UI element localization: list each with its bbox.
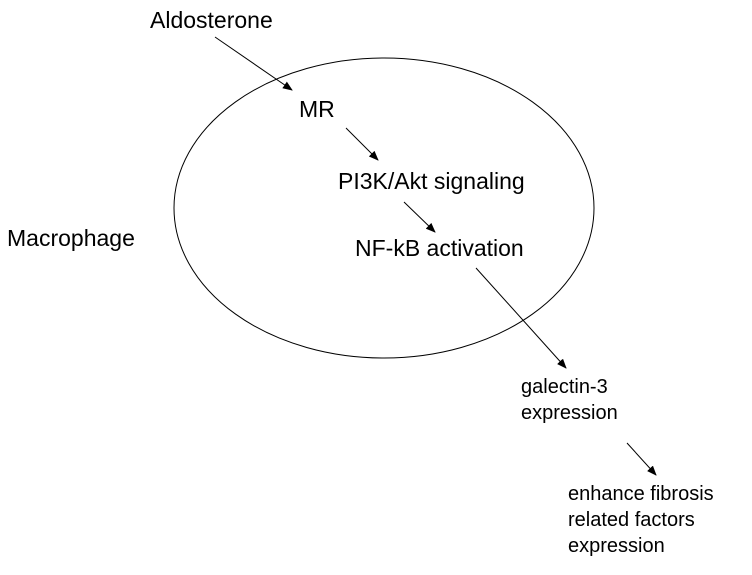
node-enhance-line: related factors bbox=[568, 509, 695, 531]
arrow-mr-to-pi3k bbox=[345, 127, 379, 161]
arrow-pi3k-to-nfkb bbox=[403, 201, 436, 233]
node-enhance-line: enhance fibrosis bbox=[568, 483, 714, 505]
node-pi3k-akt-signaling: PI3K/Akt signaling bbox=[338, 168, 525, 194]
node-macrophage: Macrophage bbox=[7, 225, 135, 251]
arrow-nfkb-to-galectin bbox=[475, 267, 567, 369]
macrophage-cell-ellipse bbox=[173, 57, 595, 359]
node-galectin-line: expression bbox=[521, 402, 618, 424]
node-enhance-line: expression bbox=[568, 535, 665, 557]
node-aldosterone: Aldosterone bbox=[150, 7, 273, 33]
arrow-aldosterone-to-mr bbox=[214, 36, 293, 91]
node-galectin-line: galectin-3 bbox=[521, 376, 608, 398]
node-enhance-fibrosis: enhance fibrosis related factors express… bbox=[568, 481, 714, 559]
arrow-galectin-to-enhance bbox=[626, 442, 657, 476]
node-galectin-3-expression: galectin-3 expression bbox=[521, 374, 618, 426]
node-nfkb-activation: NF-kB activation bbox=[355, 235, 524, 261]
node-mr: MR bbox=[299, 96, 335, 122]
